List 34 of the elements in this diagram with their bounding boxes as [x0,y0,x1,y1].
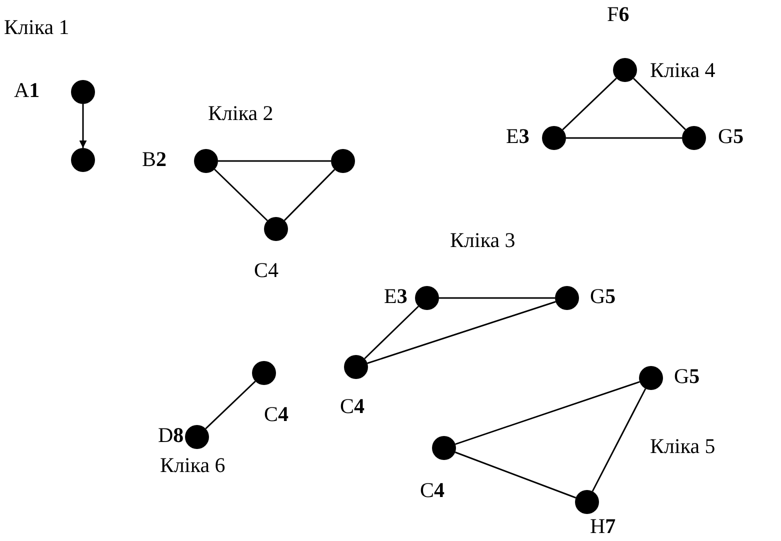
vertex-label: G5 [674,366,700,387]
clique-label: Кліка 5 [650,436,716,457]
vertex-label: G5 [590,286,616,307]
graph-edge [218,160,331,162]
vertex-label: B2 [142,149,167,170]
graph-edge [566,137,682,139]
vertex-label: E3 [384,286,408,307]
graph-edge [439,297,555,299]
vertex-label: C4 [254,260,279,281]
vertex-label: G5 [718,126,744,147]
graph-edge [454,452,576,498]
vertex-label: C4 [264,404,289,425]
vertex-label: D8 [158,425,184,446]
graph-edge [633,78,686,130]
graph-edge [455,381,640,445]
graph-edge [205,380,256,430]
vertex-label: F6 [607,4,630,25]
clique-label: Кліка 4 [650,60,716,81]
clique-label: Кліка 1 [4,17,70,38]
graph-edge [562,78,617,130]
vertex-label: C4 [340,396,365,417]
vertex-label: A1 [14,80,40,101]
graph-edge [284,169,336,221]
vertex-label: C4 [420,480,445,501]
graph-edge [592,388,646,492]
clique-label: Кліка 6 [160,455,226,476]
graph-edge [367,301,556,364]
clique-label: Кліка 2 [208,103,274,124]
graph-edge [364,306,419,360]
graph-edge [214,168,268,222]
arrow [79,104,87,148]
clique-label: Кліка 3 [450,230,516,251]
vertex-label: H7 [590,516,616,537]
vertex-label: E3 [506,126,530,147]
